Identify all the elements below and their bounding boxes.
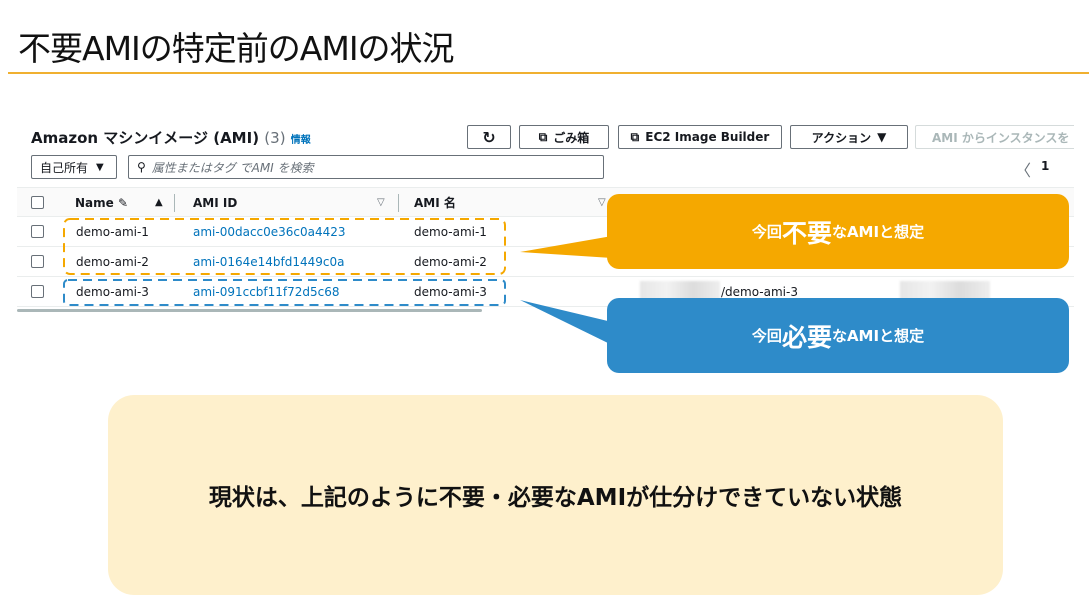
- launch-label: AMI からインスタンスを: [932, 130, 1070, 145]
- callout-text: なAMIと想定: [831, 223, 925, 241]
- refresh-icon: ↻: [482, 127, 496, 147]
- caret-down-icon: ▼: [877, 130, 887, 144]
- sort-asc-icon[interactable]: ▲: [155, 197, 163, 208]
- row-checkbox[interactable]: [31, 225, 44, 238]
- edit-icon: ✎: [117, 196, 129, 210]
- needed-highlight-box: [63, 279, 506, 306]
- heading-text: Amazon マシンイメージ (AMI): [31, 129, 260, 147]
- search-input[interactable]: ⚲ 属性またはタグ でAMI を検索: [128, 155, 604, 179]
- image-builder-label: EC2 Image Builder: [645, 130, 770, 144]
- refresh-button[interactable]: ↻: [467, 125, 511, 149]
- sort-icon[interactable]: ▽: [377, 197, 385, 208]
- slide-title: 不要AMIの特定前のAMIの状況: [18, 29, 455, 68]
- col-ami-id[interactable]: AMI ID: [193, 196, 238, 210]
- row-name: demo-ami-2: [76, 255, 149, 269]
- col-name[interactable]: Name ✎: [75, 188, 128, 218]
- actions-label: アクション: [811, 130, 872, 145]
- ami-heading: Amazon マシンイメージ (AMI) (3) 情報: [31, 127, 311, 148]
- recycle-bin-button[interactable]: ⧉ ごみ箱: [519, 125, 609, 149]
- select-all-checkbox[interactable]: [31, 196, 44, 209]
- row-source: /demo-ami-3: [721, 285, 798, 299]
- external-link-icon: ⧉: [538, 129, 548, 144]
- row-ami-id-link[interactable]: ami-091ccbf11f72d5c68: [193, 285, 340, 299]
- info-link[interactable]: 情報: [290, 135, 311, 146]
- row-ami-name: demo-ami-2: [414, 255, 487, 269]
- column-divider: [398, 194, 399, 212]
- callout-emphasis: 不要: [781, 218, 832, 248]
- needed-callout-pointer: [520, 300, 612, 345]
- unneeded-highlight-box: [63, 218, 506, 275]
- col-name-label: Name: [75, 196, 114, 210]
- row-checkbox[interactable]: [31, 285, 44, 298]
- actions-button[interactable]: アクション ▼: [790, 125, 908, 149]
- row-ami-name: demo-ami-3: [414, 285, 487, 299]
- external-link-icon: ⧉: [630, 129, 640, 144]
- horizontal-scrollbar[interactable]: [17, 309, 482, 312]
- image-builder-button[interactable]: ⧉ EC2 Image Builder: [618, 125, 782, 149]
- owner-filter-select[interactable]: 自己所有 ▼: [31, 155, 117, 179]
- row-ami-name: demo-ami-1: [414, 225, 487, 239]
- prev-page-icon[interactable]: 〈: [1015, 161, 1032, 180]
- unneeded-callout-pointer: [520, 236, 612, 258]
- search-placeholder: 属性またはタグ でAMI を検索: [151, 160, 314, 175]
- needed-callout: 今回必要なAMIと想定: [607, 298, 1069, 373]
- launch-instance-button[interactable]: AMI からインスタンスを: [915, 125, 1074, 149]
- owner-filter-value: 自己所有: [40, 160, 89, 175]
- page-number[interactable]: 1: [1041, 159, 1050, 173]
- summary-box: [108, 395, 1003, 595]
- redacted-account: [640, 281, 720, 303]
- col-ami-name[interactable]: AMI 名: [414, 196, 456, 210]
- redacted-value: [900, 281, 990, 303]
- callout-text: なAMIと想定: [831, 327, 925, 345]
- summary-text: 現状は、上記のように不要・必要なAMIが仕分けできていない状態: [208, 485, 903, 511]
- recycle-bin-label: ごみ箱: [553, 130, 590, 145]
- callout-emphasis: 必要: [781, 322, 832, 352]
- row-checkbox[interactable]: [31, 255, 44, 268]
- title-divider: [8, 72, 1089, 74]
- ami-count: (3): [264, 129, 286, 147]
- search-icon: ⚲: [137, 160, 146, 174]
- row-name: demo-ami-1: [76, 225, 149, 239]
- annotation-overlay: [63, 218, 612, 345]
- row-name: demo-ami-3: [76, 285, 149, 299]
- unneeded-callout: 今回不要なAMIと想定: [607, 194, 1069, 269]
- caret-down-icon: ▼: [96, 161, 104, 173]
- callout-text: 今回: [751, 223, 782, 241]
- sort-icon[interactable]: ▽: [598, 197, 606, 208]
- column-divider: [174, 194, 175, 212]
- row-ami-id-link[interactable]: ami-00dacc0e36c0a4423: [193, 225, 346, 239]
- row-ami-id-link[interactable]: ami-0164e14bfd1449c0a: [193, 255, 345, 269]
- callout-text: 今回: [751, 327, 782, 345]
